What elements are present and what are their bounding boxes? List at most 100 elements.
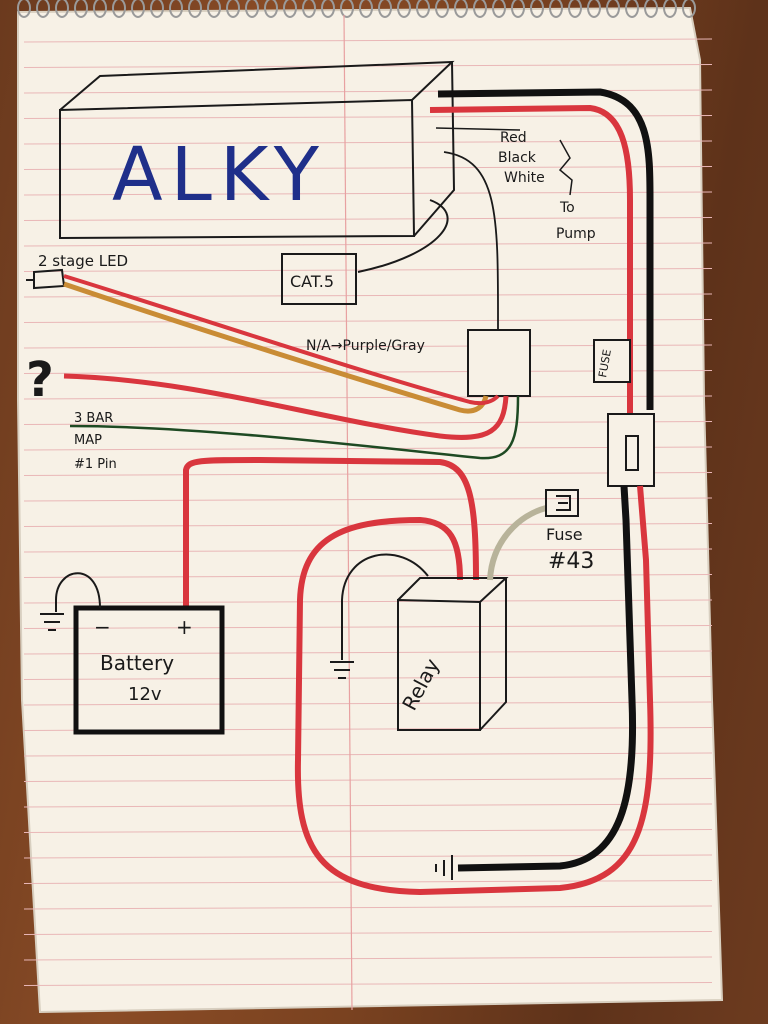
question-mark: ? xyxy=(26,352,54,408)
rule-line xyxy=(23,676,713,680)
rule-line xyxy=(23,319,713,323)
ruled-lines xyxy=(23,38,713,986)
spiral-ring xyxy=(625,0,639,18)
spiral-ring xyxy=(492,0,506,18)
rule-line xyxy=(23,982,713,986)
rule-line xyxy=(23,166,713,170)
fuse-43-label-line1: Fuse xyxy=(546,525,583,544)
rule-line xyxy=(23,446,713,451)
rule-line xyxy=(23,650,713,655)
spiral-ring xyxy=(663,0,677,18)
spiral-ring xyxy=(682,0,696,18)
fuse-43-icon xyxy=(545,489,579,517)
rule-line xyxy=(23,599,713,604)
spiral-ring xyxy=(378,0,392,18)
spiral-ring xyxy=(435,0,449,18)
cat5-label: CAT.5 xyxy=(290,272,334,291)
pump-bracket xyxy=(558,139,573,196)
map-label-line3: #1 Pin xyxy=(74,457,117,472)
spiral-ring xyxy=(283,0,297,18)
relay-fuse-gray-wire xyxy=(487,505,547,581)
battery-voltage: 12v xyxy=(128,684,162,705)
black-wire-bottom xyxy=(457,485,637,872)
spiral-ring xyxy=(74,0,88,18)
spiral-ring xyxy=(36,0,50,18)
spiral-ring xyxy=(169,0,183,18)
red-wire-top xyxy=(429,104,633,420)
rule-line xyxy=(23,115,713,119)
spiral-ring xyxy=(473,0,487,18)
rule-line xyxy=(23,472,713,476)
spiral-ring xyxy=(416,0,430,18)
to-label: To xyxy=(559,200,575,216)
fuse-43-label-line2: #43 xyxy=(548,549,594,574)
spiral-ring xyxy=(131,0,145,18)
spiral-binding xyxy=(17,0,696,18)
battery-feed-wire xyxy=(183,456,479,606)
spiral-ring xyxy=(245,0,259,18)
wire-bundle-down xyxy=(443,151,499,331)
wire-label-black: Black xyxy=(498,150,537,166)
battery-plus: + xyxy=(176,615,193,639)
rule-line xyxy=(23,956,713,961)
battery-label: Battery xyxy=(100,651,174,675)
margin-line xyxy=(343,14,353,1011)
spiral-ring xyxy=(340,0,354,18)
spiral-ring xyxy=(587,0,601,18)
spiral-ring xyxy=(568,0,582,18)
spiral-ring xyxy=(397,0,411,18)
rule-line xyxy=(23,574,713,578)
ground-symbol-bottom xyxy=(435,855,453,880)
cat5-box xyxy=(281,253,357,305)
alky-label: ALKY xyxy=(112,132,327,218)
rule-line xyxy=(23,191,713,196)
pump-label: Pump xyxy=(556,226,596,242)
spiral-ring xyxy=(226,0,240,18)
na-purple-gray-label: N/A→Purple/Gray xyxy=(306,338,425,354)
spiral-ring xyxy=(530,0,544,18)
spiral-ring xyxy=(321,0,335,18)
ground-symbol-battery xyxy=(40,613,64,631)
fuse-box-right xyxy=(593,339,631,383)
spiral-ring xyxy=(549,0,563,18)
black-wire-top xyxy=(437,88,654,410)
spiral-ring xyxy=(112,0,126,18)
led-label: 2 stage LED xyxy=(38,252,128,270)
spiral-ring xyxy=(207,0,221,18)
battery-minus: − xyxy=(94,615,111,639)
rule-line xyxy=(23,38,713,43)
switch-toggle xyxy=(625,435,639,471)
spiral-ring xyxy=(606,0,620,18)
cat5-cable xyxy=(357,199,449,273)
spiral-ring xyxy=(511,0,525,18)
white-wire-top xyxy=(435,127,521,131)
alky-controller-box xyxy=(59,60,456,240)
spiral-ring xyxy=(302,0,316,18)
rule-line xyxy=(23,803,713,808)
spiral-ring xyxy=(264,0,278,18)
map-green-wire xyxy=(69,395,520,460)
red-wire-loop xyxy=(294,485,654,896)
spiral-ring xyxy=(359,0,373,18)
connector-box xyxy=(467,329,531,397)
unknown-red-wire xyxy=(63,373,509,440)
rule-line xyxy=(23,752,713,757)
spiral-ring xyxy=(150,0,164,18)
wire-label-red: Red xyxy=(500,130,527,146)
rule-line xyxy=(23,905,713,910)
led-orange-wire xyxy=(63,281,489,414)
notepad-paper xyxy=(17,6,724,1014)
map-label-line2: MAP xyxy=(74,433,102,448)
spiral-ring xyxy=(644,0,658,18)
fuse-right-label: FUSE xyxy=(596,348,614,378)
rule-line xyxy=(23,778,713,782)
relay-ground-wire xyxy=(341,553,429,660)
battery-body xyxy=(73,605,225,735)
rule-line xyxy=(23,395,713,400)
rule-line xyxy=(23,829,713,833)
led-red-wire xyxy=(63,274,500,406)
rule-line xyxy=(23,701,713,706)
spiral-ring xyxy=(17,0,31,18)
spiral-ring xyxy=(93,0,107,18)
